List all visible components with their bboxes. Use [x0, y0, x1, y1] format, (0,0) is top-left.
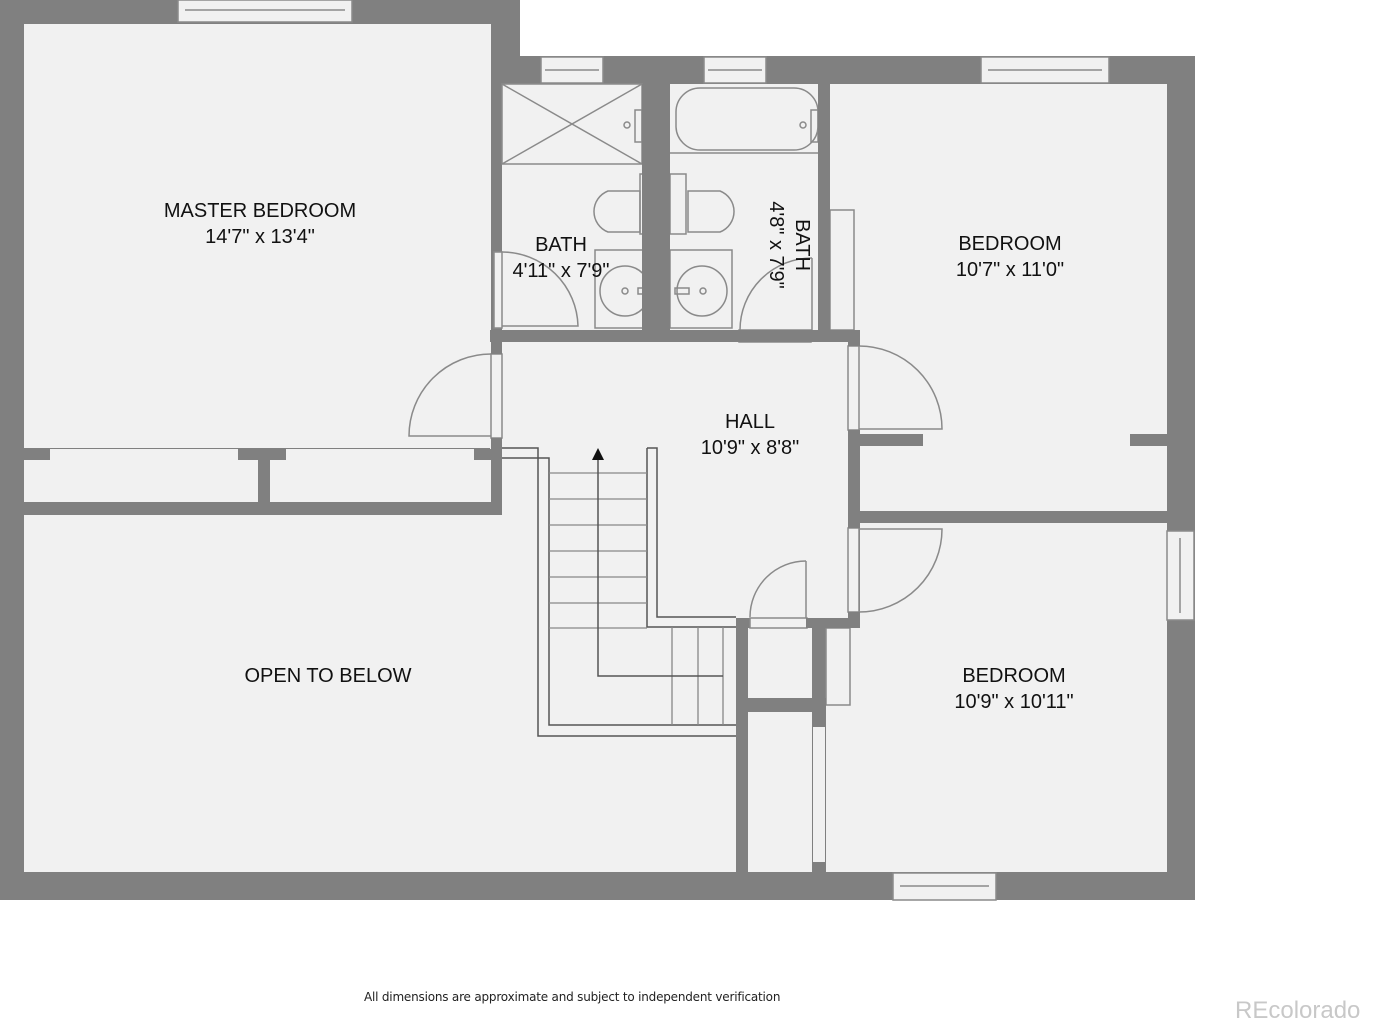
- room-name-bedroom-3: BEDROOM: [962, 665, 1065, 687]
- disclaimer-text: All dimensions are approximate and subje…: [364, 990, 781, 1004]
- room-name-master-bedroom: MASTER BEDROOM: [164, 200, 356, 222]
- room-name-bedroom-2: BEDROOM: [958, 233, 1061, 255]
- room-name-hall: HALL: [725, 411, 775, 433]
- room-dims-bath-1: 4'11" x 7'9": [512, 260, 609, 282]
- up-arrow-icon: [592, 448, 604, 460]
- room-name-open-to-below: OPEN TO BELOW: [244, 665, 411, 687]
- watermark-logo: REcolorado: [1235, 997, 1361, 1024]
- room-dims-master-bedroom: 14'7" x 13'4": [205, 226, 315, 248]
- room-dims-bedroom-2: 10'7" x 11'0": [956, 259, 1064, 281]
- floors: [24, 24, 1167, 872]
- room-name-bath-2: BATH: [791, 219, 813, 271]
- windows: [177, 0, 1195, 901]
- inner-walls: [24, 84, 1167, 872]
- room-dims-bath-2: 4'8" x 7'9": [765, 201, 787, 288]
- staircase: [502, 447, 736, 737]
- room-dims-hall: 10'9" x 8'8": [701, 437, 800, 459]
- room-dims-bedroom-3: 10'9" x 10'11": [954, 691, 1073, 713]
- closet-openings: [50, 434, 1130, 862]
- room-name-bath-1: BATH: [535, 234, 587, 256]
- room-labels: MASTER BEDROOM 14'7" x 13'4" BATH 4'11" …: [164, 200, 1074, 713]
